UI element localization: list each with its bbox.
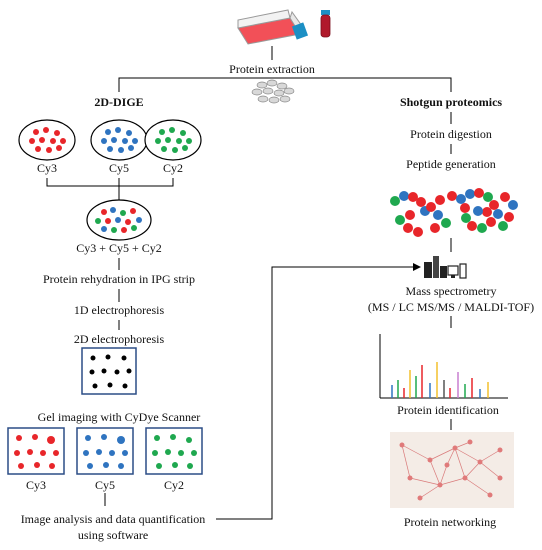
branch-connector <box>118 77 452 92</box>
blood-tube-icon <box>320 10 331 38</box>
dye-label-cy5: Cy5 <box>109 161 129 175</box>
peptide-beads-icon <box>390 188 518 237</box>
digestion-label: Protein digestion <box>410 127 492 141</box>
gel-label-cy5: Cy5 <box>95 478 115 492</box>
dye-label-cy2: Cy2 <box>163 161 183 175</box>
protein-cluster-icon <box>251 79 295 104</box>
protein-extraction-label: Protein extraction <box>229 62 315 76</box>
dye-sample-cy3 <box>18 119 76 161</box>
dye-sample-cy5 <box>90 119 148 161</box>
gel-2d-black <box>81 347 137 395</box>
rehydration-label: Protein rehydration in IPG strip <box>43 272 195 286</box>
gel-cy3 <box>7 427 65 475</box>
cell-culture-flask-icon <box>237 9 309 45</box>
gel-imaging-label: Gel imaging with CyDye Scanner <box>38 410 201 424</box>
mixed-sample <box>86 199 152 241</box>
peptide-label: Peptide generation <box>406 157 496 171</box>
arrow-head <box>413 263 421 271</box>
gel-label-cy2: Cy2 <box>164 478 184 492</box>
shotgun-title: Shotgun proteomics <box>400 95 502 109</box>
dye-sample-cy2 <box>144 119 202 161</box>
merge-connector <box>46 178 174 187</box>
ms-label-line2: (MS / LC MS/MS / MALDI-TOF) <box>368 300 534 314</box>
dye-label-cy3: Cy3 <box>37 161 57 175</box>
electrophoresis-2d-label: 2D electrophoresis <box>74 332 165 346</box>
mass-spectrometer-icon <box>424 256 467 279</box>
protein-network-image <box>390 432 514 508</box>
gel-cy2 <box>145 427 203 475</box>
gel-cy5 <box>76 427 134 475</box>
networking-label: Protein networking <box>404 515 496 529</box>
analysis-label-line2: using software <box>78 528 148 542</box>
analysis-label-line1: Image analysis and data quantification <box>21 512 206 526</box>
dige-title: 2D-DIGE <box>94 95 143 109</box>
analysis-to-ms-arrow <box>216 266 413 520</box>
mass-spectrum-icon <box>379 334 508 399</box>
identification-label: Protein identification <box>397 403 499 417</box>
ms-label-line1: Mass spectrometry <box>406 284 497 298</box>
electrophoresis-1d-label: 1D electrophoresis <box>74 303 165 317</box>
gel-label-cy3: Cy3 <box>26 478 46 492</box>
mix-label: Cy3 + Cy5 + Cy2 <box>76 241 162 255</box>
